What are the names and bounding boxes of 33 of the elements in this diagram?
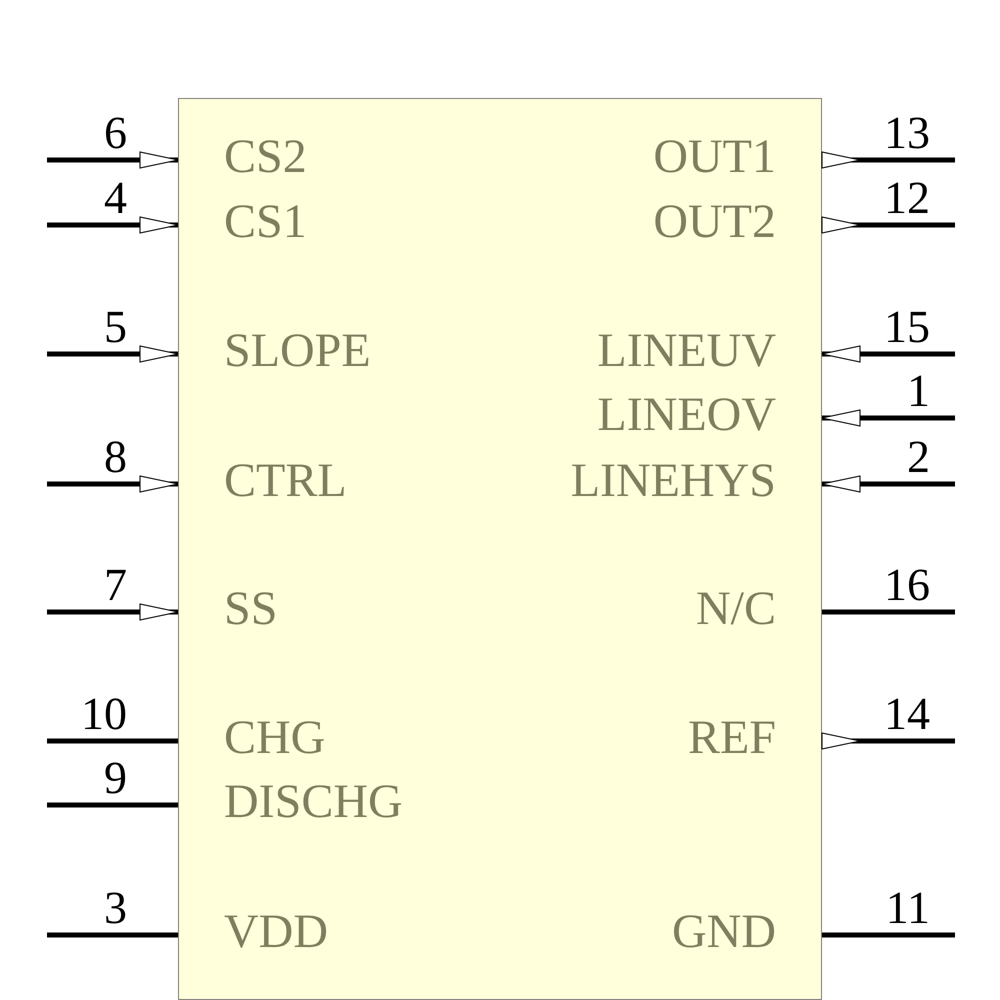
pin-name: OUT2	[653, 194, 822, 250]
pin-line	[47, 476, 178, 492]
pin-line	[47, 738, 178, 744]
pin-name: CS1	[178, 194, 307, 250]
pin-line	[822, 932, 955, 938]
pin-name: CHG	[178, 710, 326, 766]
ic-body	[178, 98, 822, 1000]
pin-line	[822, 410, 955, 426]
pin-name: CTRL	[178, 453, 347, 509]
pin-name: LINEHYS	[570, 453, 822, 509]
pin-line	[47, 932, 178, 938]
pin-name: REF	[688, 710, 822, 766]
pin-line	[822, 732, 955, 750]
pin-name: OUT1	[653, 129, 822, 185]
pin-line	[47, 802, 178, 808]
pin-line	[47, 216, 178, 234]
pin-name: SLOPE	[178, 323, 371, 379]
pin-line	[822, 610, 955, 614]
pin-line	[822, 152, 955, 168]
pin-name: LINEUV	[597, 323, 822, 379]
pin-line	[822, 476, 955, 492]
pin-line	[47, 152, 178, 168]
pin-line	[47, 346, 178, 362]
pin-line	[47, 604, 178, 620]
pin-name: N/C	[696, 581, 822, 637]
pin-name: CS2	[178, 129, 307, 185]
pin-name: LINEOV	[597, 387, 822, 443]
pin-name: DISCHG	[178, 774, 403, 830]
pin-name: VDD	[178, 904, 328, 960]
pin-name: GND	[672, 904, 822, 960]
pin-name: SS	[178, 581, 278, 637]
pin-line	[822, 346, 955, 362]
pin-line	[822, 216, 955, 234]
